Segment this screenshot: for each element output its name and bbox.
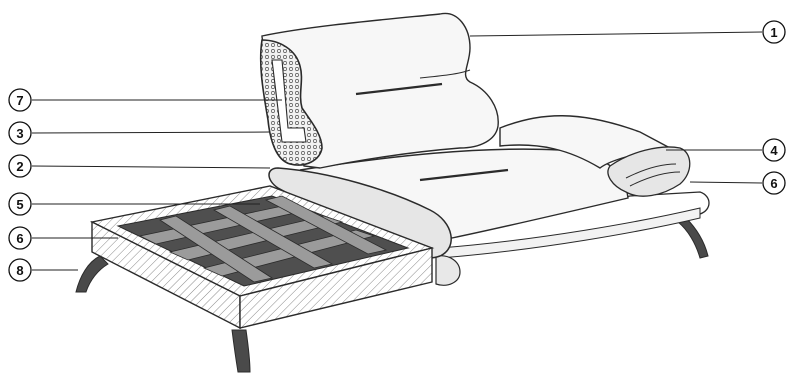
callout-2-label: 2 (16, 159, 23, 174)
callout-4-label: 4 (770, 143, 778, 158)
leader-2 (32, 166, 270, 168)
callout-6-left-label: 6 (16, 231, 23, 246)
callout-7: 7 (9, 89, 31, 111)
leg-front-left (76, 256, 108, 292)
callout-7-label: 7 (16, 93, 23, 108)
callout-8-label: 8 (16, 263, 23, 278)
leg-back-right (678, 218, 708, 258)
leg-front-middle (232, 330, 250, 372)
callout-6-right: 6 (763, 172, 785, 194)
leader-3 (32, 132, 270, 133)
callout-5: 5 (9, 193, 31, 215)
leader-6-right (690, 182, 762, 183)
callout-5-label: 5 (16, 197, 23, 212)
callout-8: 8 (9, 259, 31, 281)
callout-1: 1 (763, 21, 785, 43)
callout-3-label: 3 (16, 126, 23, 141)
callout-1-label: 1 (770, 25, 777, 40)
callout-3: 3 (9, 122, 31, 144)
callout-4: 4 (763, 139, 785, 161)
base-end-cap (436, 256, 460, 286)
callout-6-left: 6 (9, 227, 31, 249)
leader-1 (470, 32, 762, 36)
backrest (261, 13, 499, 168)
callout-6-right-label: 6 (770, 176, 777, 191)
callout-2: 2 (9, 155, 31, 177)
